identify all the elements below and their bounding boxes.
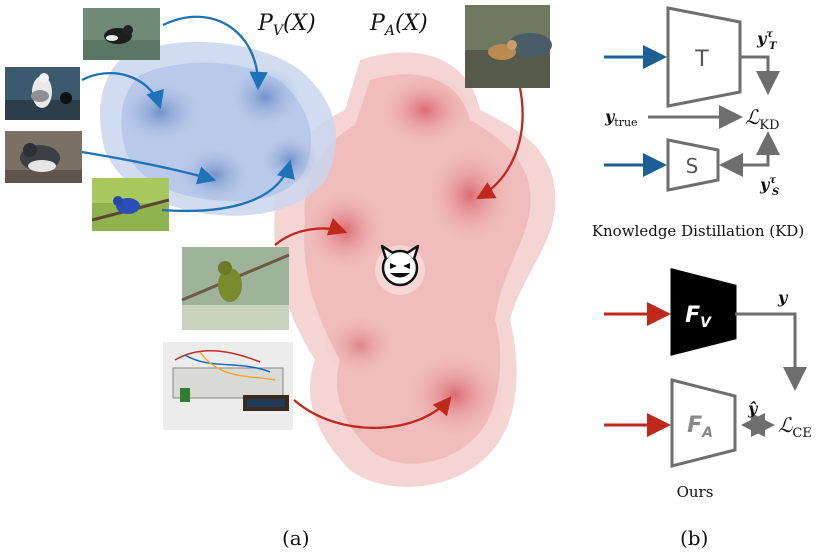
arrow-red-1 <box>475 87 524 200</box>
caption-a: (a) <box>282 526 310 550</box>
arrow-blue-3 <box>81 150 217 185</box>
kd-title: Knowledge Distillation (KD) <box>592 222 804 240</box>
loss-ce-label: ℒCE <box>778 413 812 441</box>
teacher-model <box>666 6 742 108</box>
ours-diagram: FV FA y ŷ ℒCE Ours <box>604 268 812 501</box>
teacher-output-arrow <box>740 55 780 95</box>
victim-output-arrow <box>735 312 807 391</box>
image-chipmunk <box>465 5 552 88</box>
loss-kd-label: ℒKD <box>745 105 780 133</box>
student-loss-arrow <box>719 140 770 177</box>
student-label: S <box>686 154 699 178</box>
image-circuit-board <box>163 342 293 430</box>
adversary-model <box>670 378 737 468</box>
adversary-distribution-label: PA(X) <box>369 11 428 39</box>
y-hat-label: ŷ <box>747 399 759 418</box>
teacher-label: T <box>694 47 709 72</box>
arrow-red-2 <box>274 218 348 246</box>
victim-distribution-label: PV(X) <box>257 11 316 39</box>
image-indigo-bunting <box>91 178 170 231</box>
adversary-arrows <box>274 87 524 430</box>
y-true-label: ytrue <box>604 107 638 129</box>
caption-b: (b) <box>680 526 708 550</box>
image-bird-swimming <box>83 8 160 60</box>
y-label: y <box>777 288 789 307</box>
image-junco <box>5 131 82 183</box>
image-seagull <box>5 67 80 120</box>
adversary-model-label: FA <box>687 413 713 441</box>
arrow-blue-2 <box>81 72 164 110</box>
arrow-blue-4 <box>161 159 295 213</box>
image-yellow-bird <box>181 247 290 330</box>
ours-title: Ours <box>677 483 714 501</box>
victim-arrows <box>81 15 295 213</box>
panel-a: PV(X) PA(X) <box>5 5 556 550</box>
devil-icon <box>380 244 420 287</box>
victim-model-label: FV <box>685 303 712 331</box>
victim-model <box>670 268 737 356</box>
student-model <box>666 138 720 192</box>
arrow-red-3 <box>293 396 452 430</box>
arrow-blue-1 <box>162 15 268 91</box>
